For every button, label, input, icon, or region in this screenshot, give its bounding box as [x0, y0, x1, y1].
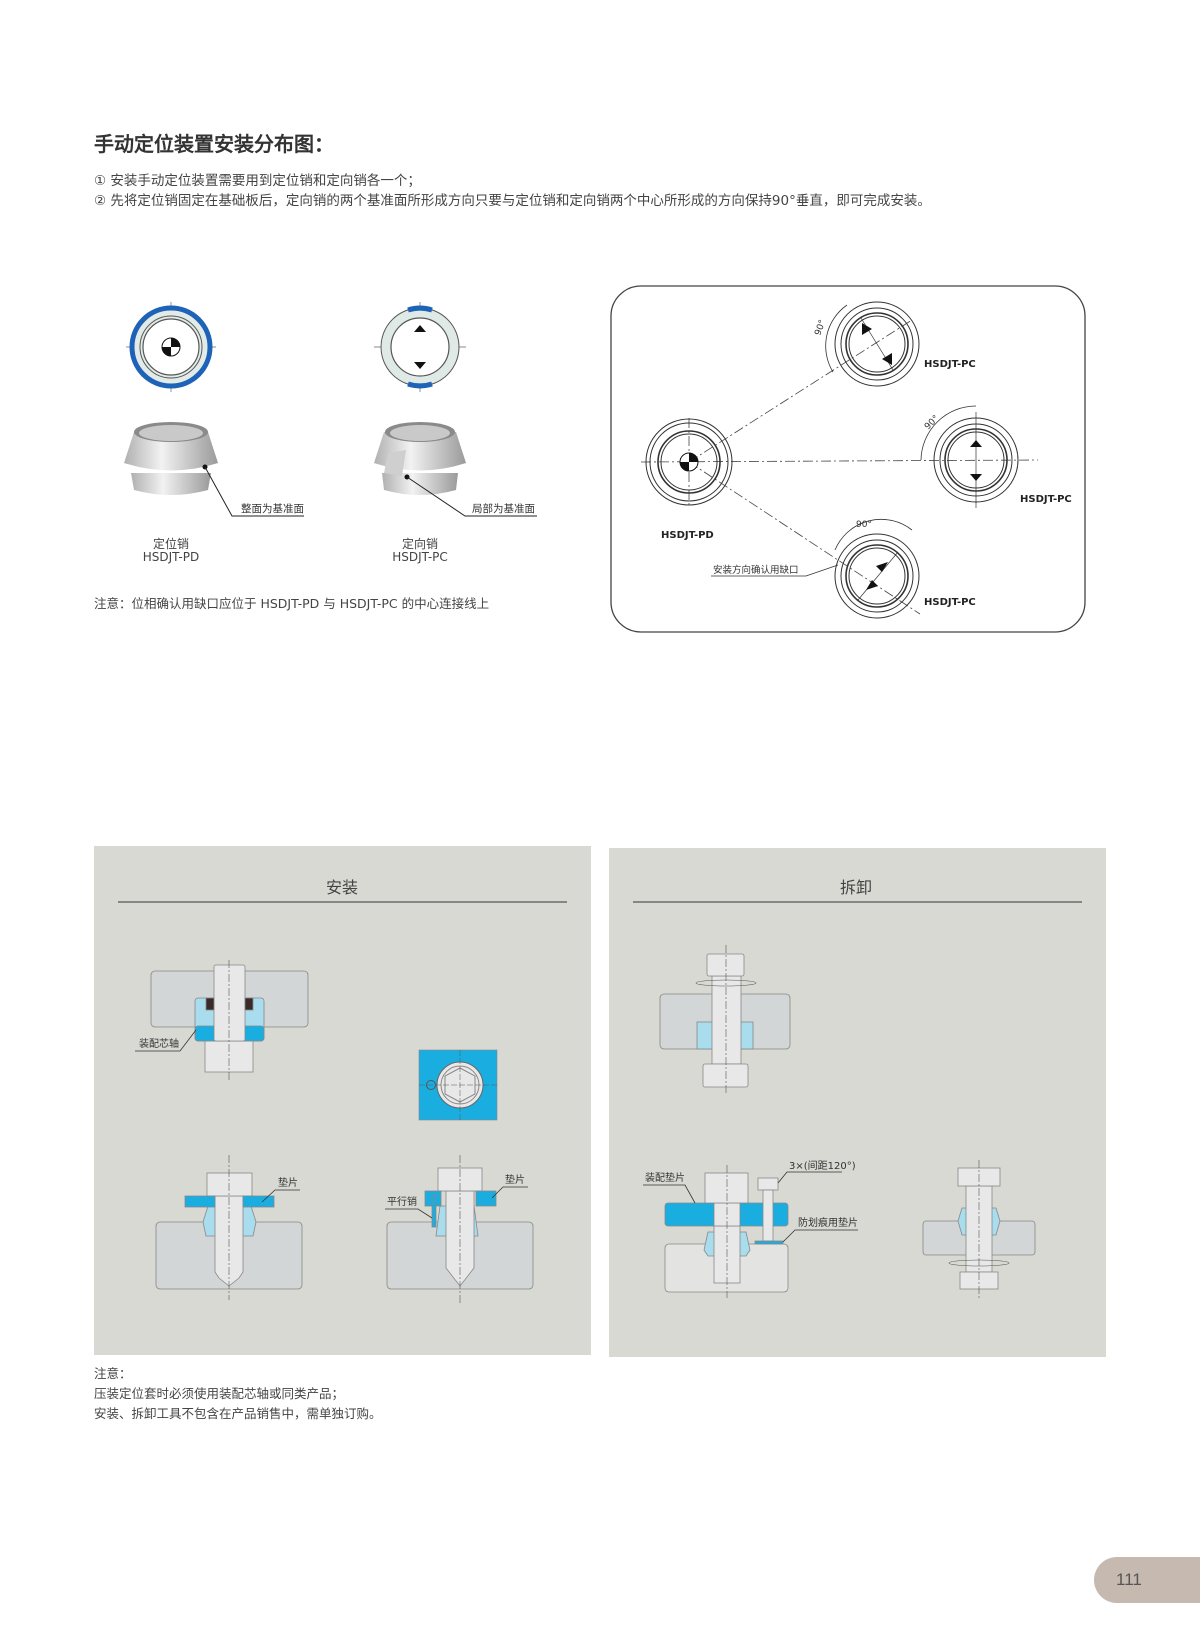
pd-model: HSDJT-PD [142, 550, 200, 564]
washer-label: 垫片 [278, 1176, 298, 1189]
top-view-square [418, 1049, 498, 1121]
install-panel: 安装 装配芯轴 [94, 846, 591, 1355]
pd-label: HSDJT-PD [661, 530, 714, 541]
pc-label-right: HSDJT-PC [1020, 494, 1072, 505]
notch-label: 安装方向确认用缺口 [713, 564, 799, 576]
mandrel-label: 装配芯轴 [139, 1037, 179, 1050]
pc-surface-label: 局部为基准面 [472, 502, 535, 515]
washer2-label: 垫片 [505, 1173, 525, 1186]
layout-diagram: 90° 90° 90° 安装方向确认用缺口 HSDJT-PD HSDJT-PC … [610, 285, 1086, 633]
pc-label-top: HSDJT-PC [924, 359, 976, 370]
install-title: 安装 [326, 878, 358, 897]
instruction-1: ① 安装手动定位装置需要用到定位销和定向销各一个； [94, 173, 421, 189]
footer-note-line-2: 安装、拆卸工具不包含在产品销售中，需单独订购。 [94, 1406, 382, 1421]
pc-3d-photo: 局部为基准面 [374, 422, 537, 517]
pd-surface-label: 整面为基准面 [241, 502, 304, 515]
angle-label-bottom: 90° [856, 520, 872, 530]
pc-bottom [834, 518, 920, 619]
removal-title: 拆卸 [840, 878, 872, 897]
bolts-label: 3×(间距120°) [789, 1159, 856, 1172]
removal-panel: 拆卸 装配垫片 3×(间距120°) 防划痕用垫片 [609, 848, 1106, 1357]
products-note: 注意：位相确认用缺口应位于 HSDJT-PD 与 HSDJT-PC 的中心连接线… [94, 596, 490, 611]
footer-note-line-1: 压装定位套时必须使用装配芯轴或同类产品； [94, 1386, 345, 1401]
pc-model: HSDJT-PC [392, 550, 448, 564]
parallel-pin-label: 平行销 [387, 1195, 417, 1208]
page-number: 111 [1094, 1557, 1200, 1603]
pd-3d-photo: 整面为基准面 [124, 422, 304, 517]
footer-note-heading: 注意： [94, 1366, 132, 1381]
pc-label-bottom: HSDJT-PC [924, 597, 976, 608]
page-title: 手动定位装置安装分布图： [94, 132, 334, 156]
assembly-washer-label: 装配垫片 [645, 1171, 685, 1184]
pd-name: 定位销 [152, 537, 190, 551]
instruction-2: ② 先将定位销固定在基础板后，定向销的两个基准面所形成方向只要与定位销和定向销两… [94, 193, 931, 209]
pc-name: 定向销 [401, 537, 439, 551]
pc-right [920, 405, 1019, 508]
anti-scratch-label: 防划痕用垫片 [798, 1216, 858, 1229]
pd-top-view [126, 302, 216, 392]
pc-top-view [374, 302, 466, 392]
